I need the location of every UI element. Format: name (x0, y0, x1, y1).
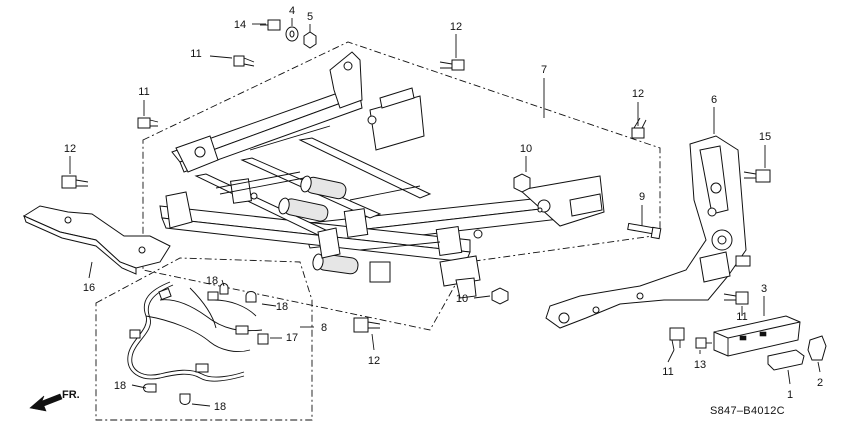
bolt-12-left (61, 175, 89, 189)
bolt-12-top (439, 59, 465, 71)
motor-cylinder-3 (312, 253, 359, 275)
callout-18: 18 (114, 380, 126, 392)
callout-14: 14 (234, 19, 246, 31)
bolt-11-left (137, 117, 159, 129)
bolt-11-top (233, 55, 255, 67)
bolt-11-right (723, 291, 749, 305)
harness-boundary (95, 257, 313, 421)
slide-knob (767, 349, 805, 371)
power-seat-switch (713, 315, 801, 357)
callout-13: 13 (694, 359, 706, 371)
front-label: FR. (62, 389, 80, 401)
callout-18: 18 (214, 401, 226, 413)
wire-harness (127, 281, 269, 405)
bolt-12-lower (353, 317, 381, 333)
nut-5 (303, 31, 317, 49)
callout-5: 5 (307, 11, 313, 23)
callout-11: 11 (138, 86, 149, 98)
front-arrow-icon (29, 393, 63, 412)
callout-10: 10 (520, 143, 532, 155)
recline-knob (807, 335, 827, 361)
callout-15: 15 (759, 131, 771, 143)
motor-cylinder-2 (278, 197, 329, 222)
pin-9 (627, 222, 662, 240)
callout-16: 16 (83, 282, 95, 294)
callout-12: 12 (450, 21, 462, 33)
bolt-15 (743, 169, 771, 183)
diagram-code: S847–B4012C (710, 405, 785, 417)
callout-17: 17 (286, 332, 298, 344)
callout-7: 7 (541, 64, 547, 76)
mounting-bracket (22, 205, 171, 275)
callout-11: 11 (662, 366, 673, 378)
callout-4: 4 (289, 5, 295, 17)
bolt-14 (260, 19, 281, 31)
front-direction-indicator: FR. (29, 389, 80, 412)
washer-4 (285, 26, 299, 42)
bolt-11-lower (669, 327, 685, 351)
callout-8: 8 (321, 322, 327, 334)
frame-boundary (142, 41, 661, 331)
callout-9: 9 (639, 191, 645, 203)
nut-10-center (513, 173, 531, 193)
seat-track-frame (159, 51, 605, 299)
nut-10-lower (491, 287, 509, 305)
recline-frame (545, 135, 751, 329)
callout-18: 18 (206, 275, 218, 287)
callout-12: 12 (64, 143, 76, 155)
leader-lines (69, 18, 821, 407)
callout-11: 11 (190, 48, 201, 60)
callout-2: 2 (817, 377, 823, 389)
callout-1: 1 (787, 389, 793, 401)
motor-cylinder-1 (300, 175, 347, 200)
callout-6: 6 (711, 94, 717, 106)
callout-11: 11 (736, 311, 747, 323)
callout-10: 10 (456, 293, 468, 305)
callout-12: 12 (632, 88, 644, 100)
bolt-12-right (631, 117, 647, 139)
screw-13 (695, 337, 712, 349)
callout-18: 18 (276, 301, 288, 313)
callout-12: 12 (368, 355, 380, 367)
callout-3: 3 (761, 283, 767, 295)
